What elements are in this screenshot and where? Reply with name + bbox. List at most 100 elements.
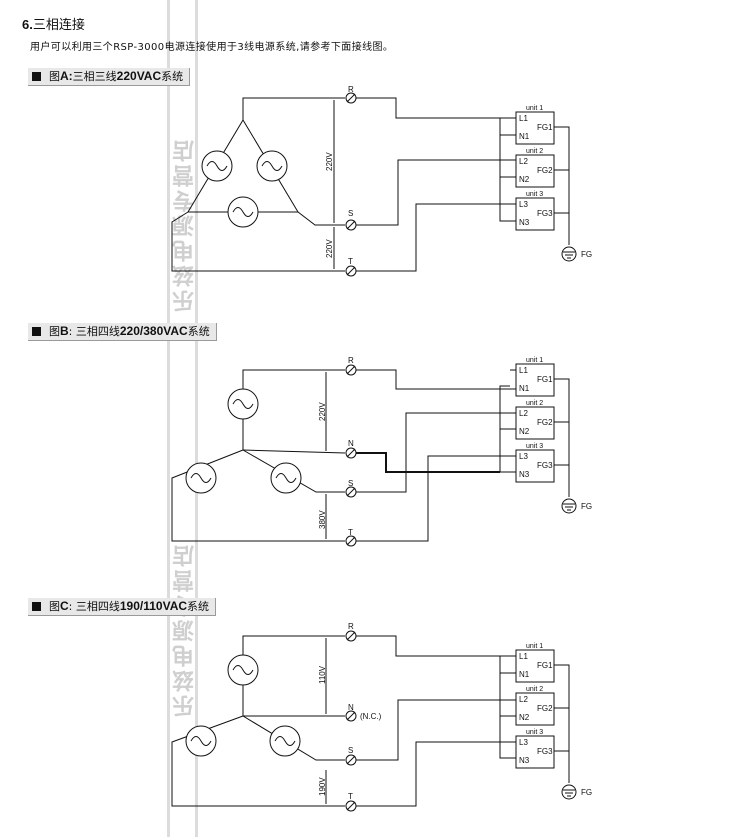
intro-text: 用户可以利用三个RSP-3000电源连接使用于3线电源系统,请参考下面接线图。 — [30, 42, 394, 53]
ac-wave-icon — [232, 207, 254, 217]
unit-name: unit 3 — [526, 191, 543, 198]
figure-c-caption: 图C: 三相四线190/110VAC系统 — [28, 598, 217, 616]
wire-r — [242, 369, 345, 450]
unit-fg: FG1 — [537, 661, 553, 670]
terminal-label-s: S — [348, 479, 353, 488]
unit-2-box — [515, 406, 555, 440]
wire-r-to-l1 — [356, 369, 510, 390]
voltage-label: 220V — [318, 402, 327, 421]
figure-b-diagram — [171, 363, 577, 547]
terminal-label-t: T — [348, 528, 353, 537]
ground-icon — [561, 498, 577, 514]
unit-pin: L2 — [519, 409, 528, 418]
unit-pin: N2 — [519, 175, 530, 184]
unit-1-box — [515, 111, 555, 145]
unit-fg: FG2 — [537, 166, 553, 175]
ground-icon — [561, 784, 577, 800]
neutral-wire — [242, 449, 346, 454]
unit-3-box — [515, 735, 555, 769]
wire-s-to-l2 — [356, 412, 510, 493]
unit-pin: N2 — [519, 713, 530, 722]
fg-bus — [554, 126, 570, 245]
nc-label: (N.C.) — [360, 712, 382, 721]
unit-name: unit 1 — [526, 357, 543, 364]
figure-c-diagram — [171, 630, 577, 812]
watermark-stripe — [167, 0, 170, 837]
wire-s — [242, 715, 345, 761]
unit-name: unit 2 — [526, 686, 543, 693]
fg-bus — [554, 378, 570, 497]
ac-wave-icon — [190, 736, 212, 746]
voltage-label: 190V — [318, 777, 327, 796]
unit-fg: FG2 — [537, 704, 553, 713]
ground-icon — [561, 246, 577, 262]
unit-bus — [499, 715, 510, 742]
voltage-label: 220V — [325, 152, 334, 171]
unit-name: unit 3 — [526, 443, 543, 450]
unit-pin: L2 — [519, 157, 528, 166]
figure-b-caption: 图B: 三相四线220/380VAC系统 — [28, 323, 217, 341]
wire-t-to-l3 — [356, 455, 510, 542]
wire-s-to-n1-l2 — [356, 159, 510, 226]
unit-3-box — [515, 197, 555, 231]
unit-pin: L3 — [519, 200, 528, 209]
unit-fg: FG1 — [537, 123, 553, 132]
ground-label: FG — [581, 250, 592, 259]
ground-label: FG — [581, 788, 592, 797]
unit-fg: FG1 — [537, 375, 553, 384]
unit-bus — [499, 656, 510, 759]
wire-r — [242, 97, 345, 120]
unit-fg: FG3 — [537, 461, 553, 470]
ac-wave-icon — [190, 473, 212, 483]
terminal-label-s: S — [348, 209, 353, 218]
unit-fg: FG3 — [537, 209, 553, 218]
terminal-label-r: R — [348, 622, 354, 631]
ac-wave-icon — [206, 161, 228, 171]
unit-name: unit 3 — [526, 729, 543, 736]
wire-n-to-neutral-bus — [356, 452, 500, 473]
ac-wave-icon — [232, 665, 254, 675]
wire-r-to-l1 — [356, 97, 510, 119]
ground-label: FG — [581, 502, 592, 511]
voltage-label: 220V — [325, 239, 334, 258]
terminal-label-n: N — [348, 703, 354, 712]
unit-name: unit 2 — [526, 400, 543, 407]
voltage-label: 110V — [318, 665, 327, 684]
terminal-label-s: S — [348, 746, 353, 755]
terminal-label-r: R — [348, 356, 354, 365]
unit-pin: N3 — [519, 470, 530, 479]
unit-pin: L3 — [519, 452, 528, 461]
unit-bus — [499, 672, 510, 700]
wire-t — [171, 211, 345, 272]
terminal-label-t: T — [348, 257, 353, 266]
terminal-label-t: T — [348, 792, 353, 801]
unit-pin: N1 — [519, 670, 530, 679]
ac-wave-icon — [274, 736, 296, 746]
watermark-stripe — [195, 0, 198, 837]
section-title: 三相连接 — [32, 18, 85, 33]
unit-name: unit 2 — [526, 148, 543, 155]
wire-s-to-n1-l2 — [356, 699, 510, 761]
ac-wave-icon — [261, 161, 283, 171]
unit-bus — [499, 134, 510, 160]
unit-fg: FG3 — [537, 747, 553, 756]
voltage-label: 380V — [318, 510, 327, 529]
bullet-square — [32, 327, 41, 336]
terminal-label-n: N — [348, 439, 354, 448]
unit-2-box — [515, 692, 555, 726]
unit-fg: FG2 — [537, 418, 553, 427]
fg-bus — [554, 664, 570, 783]
figure-a-caption: 图A:三相三线220VAC系统 — [28, 68, 191, 86]
terminal-label-r: R — [348, 85, 354, 94]
ac-wave-icon — [275, 473, 297, 483]
unit-3-box — [515, 449, 555, 483]
ac-wave-icon — [232, 399, 254, 409]
wire-t-to-n2-l3 — [356, 741, 510, 807]
wire-s — [297, 211, 345, 226]
unit-pin: L1 — [519, 114, 528, 123]
wire-r-to-l1 — [356, 635, 510, 657]
wire-s — [242, 449, 345, 493]
unit-pin: N1 — [519, 384, 530, 393]
unit-name: unit 1 — [526, 105, 543, 112]
